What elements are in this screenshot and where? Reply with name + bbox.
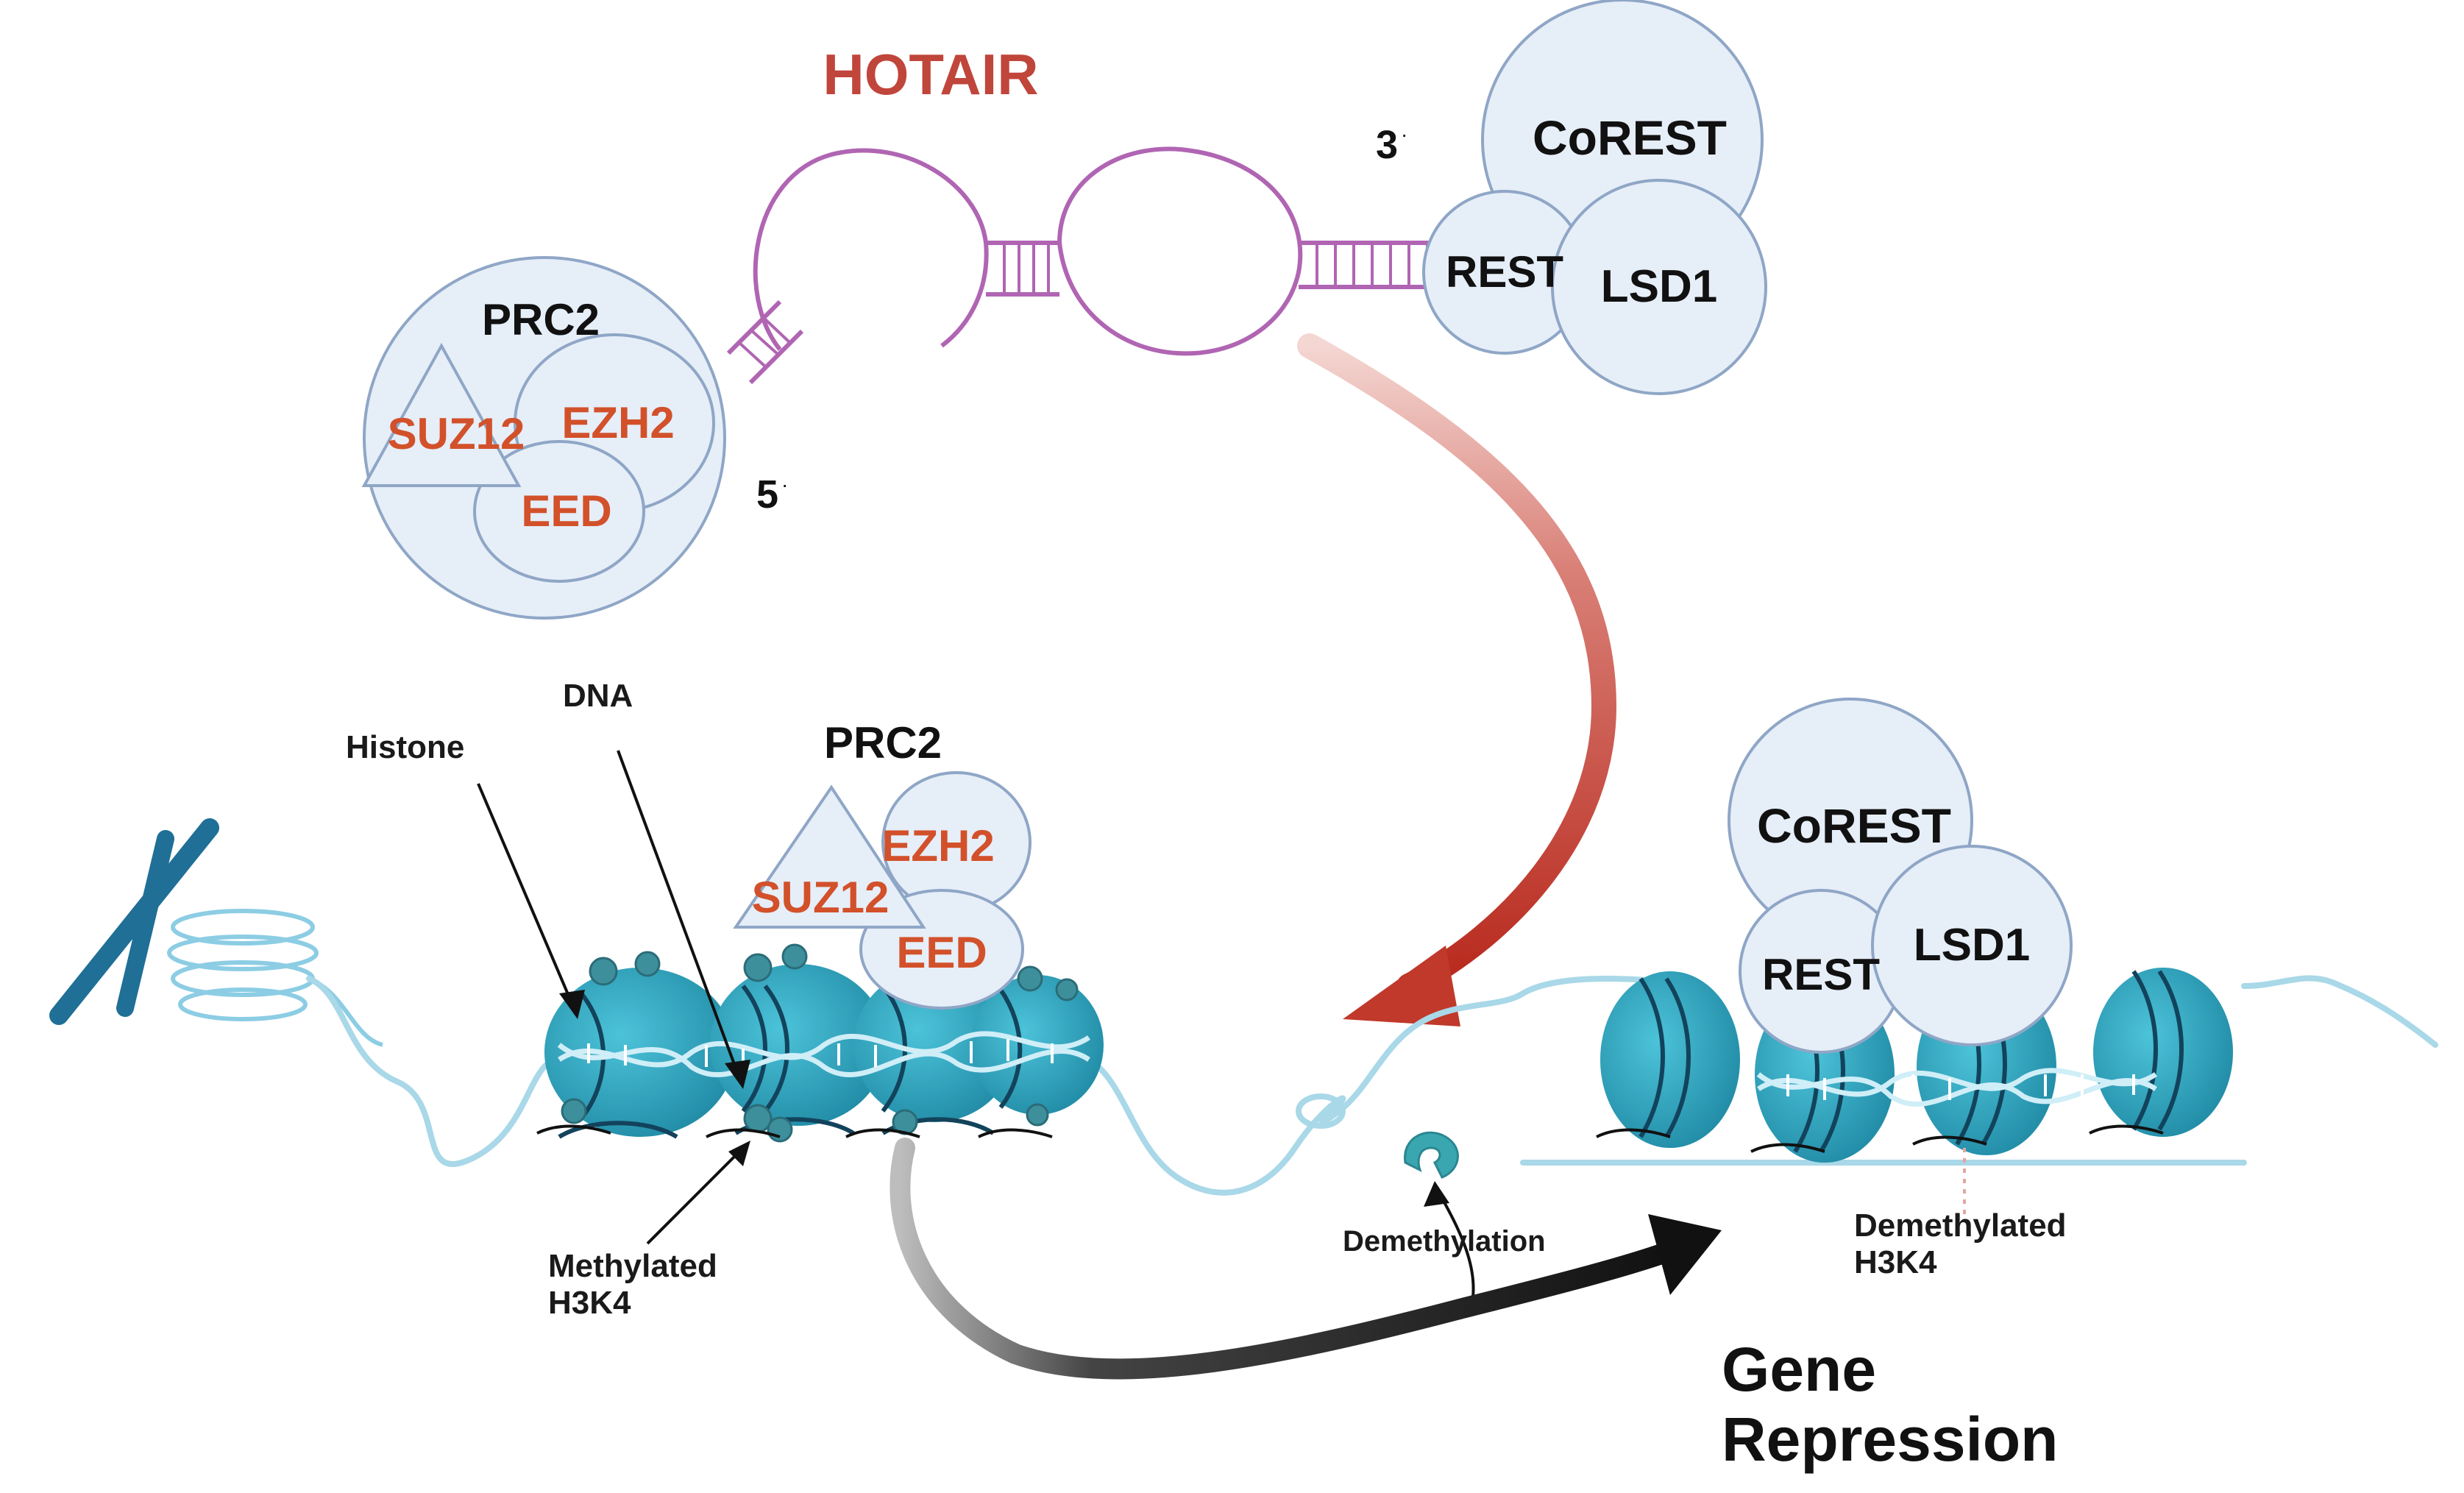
- eed-bound-label: EED: [896, 928, 987, 977]
- prc2-bound-label: PRC2: [824, 718, 942, 767]
- demethylated-label-line1: Demethylated: [1854, 1207, 2067, 1244]
- rest-bound-label: REST: [1762, 950, 1880, 999]
- histone-callout: Histone: [346, 729, 585, 1019]
- methylated-nucleosome-array: [536, 943, 1104, 1143]
- prime-mark: ·: [1401, 123, 1407, 146]
- methylated-h3k4-callout: Methylated H3K4: [548, 1141, 750, 1321]
- chromosome-icon: [49, 818, 219, 1025]
- rna-3-prime-label: 3: [1376, 123, 1398, 167]
- rest-top-label: REST: [1446, 247, 1563, 297]
- corest-complex-top: CoREST REST LSD1: [1422, 0, 1767, 395]
- dna-label: DNA: [563, 678, 633, 714]
- ezh2-top-label: EZH2: [561, 398, 674, 447]
- hotair-title: HOTAIR: [823, 42, 1038, 107]
- histone-label: Histone: [346, 729, 464, 765]
- rna-5-prime-label: 5: [756, 472, 778, 517]
- methylated-label-line1: Methylated: [548, 1248, 717, 1284]
- gene-repression-line1: Gene: [1722, 1335, 1876, 1404]
- chromatin-strand: [306, 975, 2438, 1196]
- demethylation-marker: Demethylation: [1343, 1131, 1546, 1307]
- corest-complex-bound: CoREST REST LSD1: [1728, 698, 2073, 1054]
- red-recruitment-arrow: [1297, 333, 1617, 1026]
- suz12-top-label: SUZ12: [388, 409, 525, 458]
- prc2-complex-bound: PRC2 EZH2 SUZ12 EED: [733, 718, 1032, 1010]
- corest-bound-label: CoREST: [1757, 798, 1951, 853]
- suz12-bound-label: SUZ12: [752, 873, 890, 922]
- prc2-complex-top: PRC2 SUZ12 EZH2 EED: [361, 256, 726, 620]
- methylated-label-line2: H3K4: [548, 1285, 631, 1321]
- eed-top-label: EED: [521, 486, 611, 536]
- dna-callout: DNA: [563, 678, 750, 1089]
- black-outcome-arrow: [890, 1138, 1722, 1380]
- lsd1-bound-label: LSD1: [1914, 920, 2030, 971]
- prc2-top-label: PRC2: [482, 295, 600, 344]
- ezh2-bound-label: EZH2: [881, 821, 994, 870]
- corest-top-label: CoREST: [1533, 110, 1727, 165]
- prime-mark: ·: [781, 473, 788, 496]
- demethylated-label-line2: H3K4: [1854, 1244, 1937, 1280]
- hotair-rna: [726, 146, 1438, 385]
- gene-repression-line2: Repression: [1722, 1405, 2059, 1474]
- lsd1-top-label: LSD1: [1601, 261, 1717, 312]
- demethylation-label: Demethylation: [1343, 1225, 1546, 1258]
- coiled-chromatin-fiber: [167, 909, 383, 1047]
